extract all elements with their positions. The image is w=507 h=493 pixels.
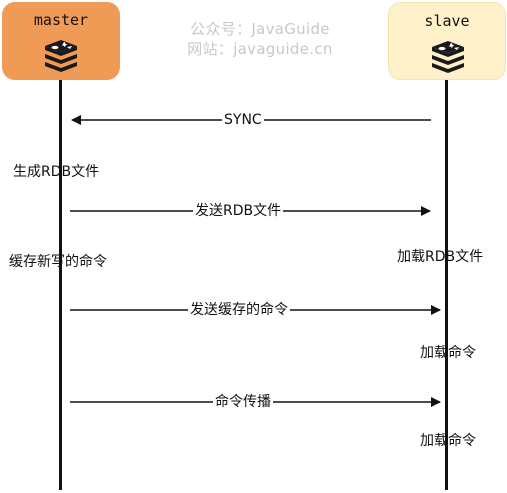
watermark-line-1: 公众号：JavaGuide (190, 20, 330, 38)
master-title: master (33, 11, 89, 29)
slave-lifeline (445, 80, 448, 490)
watermark-line-2: 网站：javaguide.cn (187, 40, 333, 58)
redis-logo-icon (45, 40, 77, 72)
master-node: master (2, 2, 120, 80)
slave-title: slave (424, 12, 470, 30)
master-note-generate-rdb: 生成RDB文件 (13, 164, 100, 180)
message-label-send-rdb: 发送RDB文件 (193, 203, 284, 219)
message-label-send-buffer: 发送缓存的命令 (188, 302, 290, 318)
slave-note-load-rdb: 加载RDB文件 (397, 249, 484, 265)
redis-logo-icon (432, 41, 464, 73)
master-note-buffer-commands: 缓存新写的命令 (9, 254, 107, 270)
slave-node: slave (388, 2, 506, 80)
master-lifeline (59, 80, 62, 490)
slave-note-load-commands-2: 加载命令 (420, 433, 476, 449)
message-label-propagate: 命令传播 (213, 394, 273, 410)
slave-note-load-commands-1: 加载命令 (420, 345, 476, 361)
message-label-sync: SYNC (222, 112, 264, 128)
